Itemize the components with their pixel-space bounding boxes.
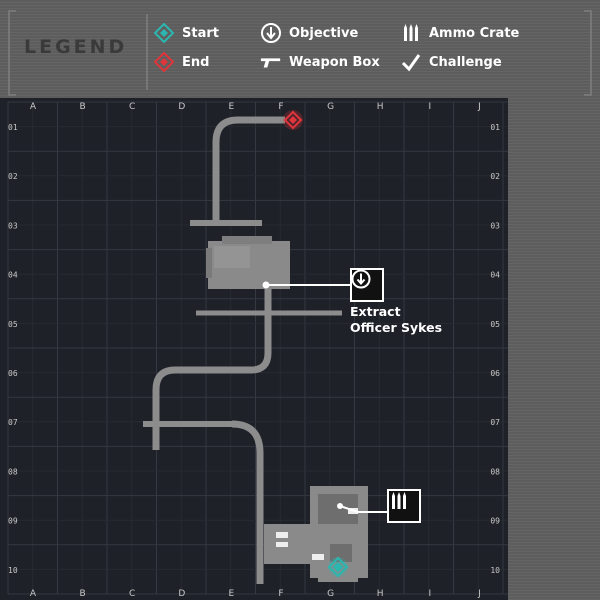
row-label: 04	[8, 271, 18, 280]
checkmark-icon	[400, 51, 422, 73]
objective-label: Extract Officer Sykes	[350, 304, 470, 336]
column-label: A	[30, 589, 37, 599]
column-label: G	[327, 102, 334, 112]
start-marker-icon	[153, 22, 175, 44]
column-label: E	[229, 589, 235, 599]
column-label: D	[178, 102, 185, 112]
row-label: 07	[490, 418, 500, 427]
column-label: J	[477, 102, 481, 112]
column-label: J	[477, 589, 481, 599]
row-labels: 01 01 02 02 03 03 04 04 05 05 06 06 07 07 08 08 09 09 10 10	[8, 123, 500, 575]
objective-arrow-icon	[260, 22, 282, 44]
row-label: 09	[490, 517, 500, 526]
column-label: A	[30, 102, 37, 112]
column-label: C	[129, 102, 135, 112]
legend-label-weapon-box: Weapon Box	[289, 54, 380, 70]
objective-label-line-1: Extract	[350, 304, 401, 319]
building-start-area	[264, 486, 368, 582]
legend-label-end: End	[182, 54, 210, 70]
row-label: 10	[8, 566, 18, 575]
route-path	[143, 116, 342, 584]
row-label: 03	[8, 221, 18, 230]
ammo-point	[337, 503, 343, 509]
row-label: 03	[490, 221, 500, 230]
column-labels: A A B B C C D D E E F F G G H H I I J J	[30, 102, 481, 599]
legend-frame-right	[584, 10, 592, 96]
column-label: B	[80, 589, 86, 599]
objective-label-line-2: Officer Sykes	[350, 320, 443, 335]
row-label: 10	[490, 566, 500, 575]
row-label: 05	[490, 320, 500, 329]
objective-arrow-icon	[350, 268, 384, 302]
column-label: D	[178, 589, 185, 599]
column-label: C	[129, 589, 135, 599]
legend-label-start: Start	[182, 25, 219, 41]
end-marker-icon	[283, 110, 303, 130]
legend-divider	[146, 14, 148, 90]
legend-label-objective: Objective	[289, 25, 359, 41]
end-marker-icon	[153, 51, 175, 73]
row-label: 08	[8, 467, 18, 476]
row-label: 05	[8, 320, 18, 329]
row-label: 01	[8, 123, 18, 132]
row-label: 04	[490, 271, 500, 280]
ammo-crate-callout	[387, 489, 421, 523]
row-label: 02	[8, 172, 18, 181]
row-label: 08	[490, 467, 500, 476]
start-marker-icon	[327, 556, 349, 578]
objective-point	[262, 281, 270, 289]
legend-label-challenge: Challenge	[429, 54, 502, 70]
row-label: 07	[8, 418, 18, 427]
ammo-connector	[337, 503, 387, 513]
row-label: 09	[8, 517, 18, 526]
row-label: 06	[8, 369, 18, 378]
row-label: 01	[490, 123, 500, 132]
row-label: 02	[490, 172, 500, 181]
column-label: B	[80, 102, 86, 112]
row-label: 06	[490, 369, 500, 378]
column-label: F	[278, 589, 283, 599]
column-label: I	[428, 589, 431, 599]
legend-item-ammo-crate: Ammo Crate	[400, 22, 519, 44]
legend-item-end: End	[153, 51, 209, 73]
objective-callout: Extract Officer Sykes	[350, 268, 442, 335]
legend-panel: LEGEND Start End Objective	[8, 10, 592, 96]
column-label: F	[278, 102, 283, 112]
column-label: H	[377, 589, 384, 599]
column-label: H	[377, 102, 384, 112]
column-label: E	[229, 102, 235, 112]
building-objective-area	[206, 236, 290, 289]
weapon-box-icon	[260, 51, 282, 73]
legend-item-start: Start	[153, 22, 219, 44]
legend-frame-left	[8, 10, 16, 96]
column-label: I	[428, 102, 431, 112]
objective-connector	[262, 281, 350, 289]
legend-label-ammo-crate: Ammo Crate	[429, 25, 520, 41]
grid-lines	[7, 101, 508, 595]
legend-item-objective: Objective	[260, 22, 358, 44]
column-label: G	[327, 589, 334, 599]
legend-item-weapon-box: Weapon Box	[260, 51, 380, 73]
legend-item-challenge: Challenge	[400, 51, 502, 73]
ammo-crate-icon	[400, 22, 422, 44]
legend-title: LEGEND	[24, 36, 128, 58]
